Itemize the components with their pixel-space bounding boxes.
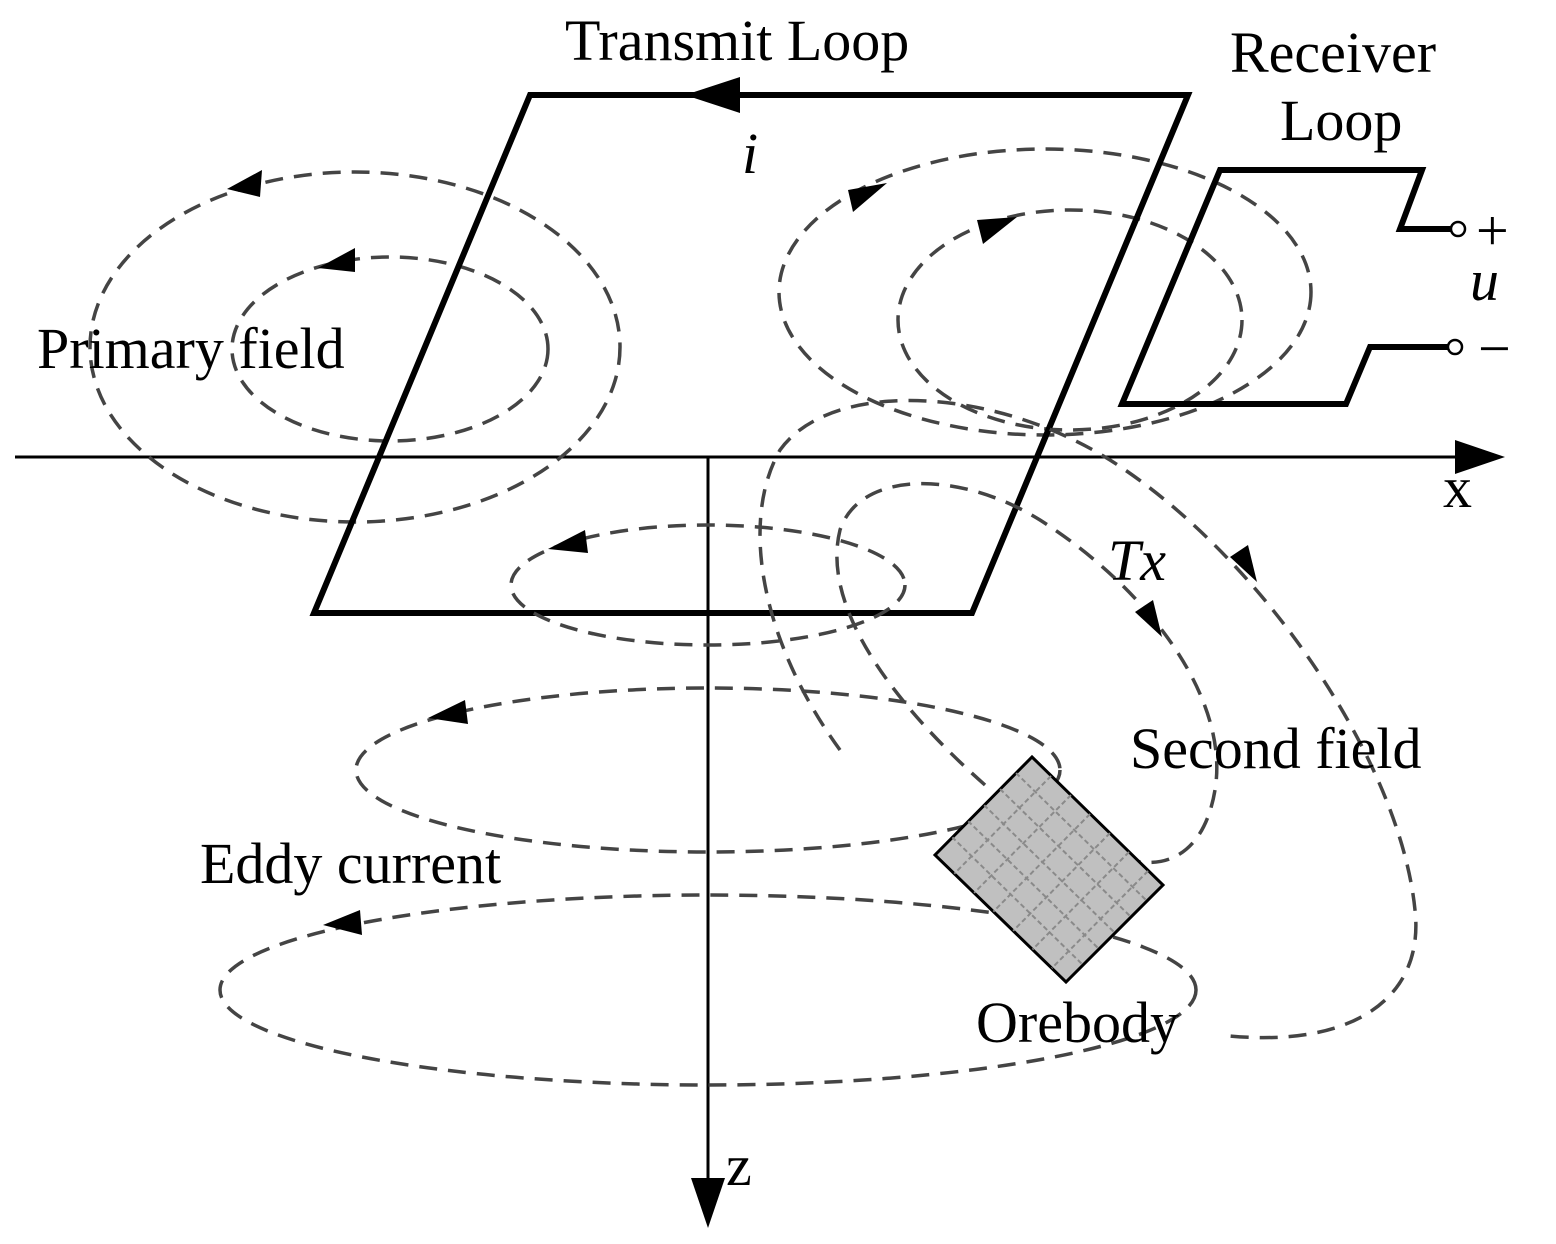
eddy-loop-large-arrow-icon [323,910,362,935]
receiver-minus-terminal [1446,338,1464,356]
right-field-inner-arrow-icon [977,217,1017,244]
second-field-outer-loop [758,398,1418,1040]
second-field-label: Second field [1130,716,1422,781]
second-field-inner-arrow-icon [1135,600,1162,637]
transmit-current-arrow-icon [685,77,740,113]
x-axis [15,440,1505,474]
plus-sign: + [1476,198,1509,263]
eddy-loop-small-arrow-icon [548,530,588,553]
transmit-loop [309,77,1193,616]
x-axis-label: x [1443,455,1472,520]
eddy-loop-medium [354,686,1062,854]
primary-field-inner-arrow-icon [318,248,355,272]
eddy-current-label: Eddy current [200,831,501,896]
primary-field-outer-arrow-icon [227,170,262,197]
transmit-loop-label: Transmit Loop [565,8,909,73]
primary-field-label: Primary field [37,316,345,381]
receiver-loop-label-line1: Receiver [1230,20,1436,85]
right-field-inner-loop [896,208,1244,432]
eddy-current-loops [218,523,1198,1087]
z-axis-arrow-icon [691,1178,725,1228]
z-axis [691,457,725,1228]
voltage-label: u [1470,248,1499,313]
second-field-outer-arrow-icon [1230,545,1257,582]
second-field-loops [758,398,1418,1040]
receiver-loop-label-line2: Loop [1280,88,1402,153]
right-field-outer-arrow-icon [848,183,887,212]
minus-sign: − [1478,316,1511,381]
tx-label: Tx [1108,528,1166,593]
receiver-loop-wire [1117,167,1455,407]
receiver-loop [1117,167,1467,407]
eddy-loop-small [509,523,907,647]
orebody-label: Orebody [976,990,1179,1055]
current-label: i [742,121,758,186]
eddy-loop-medium-arrow-icon [428,700,468,724]
orebody [932,754,1166,985]
primary-field-inner-loop [230,255,550,443]
eddy-loop-large [218,893,1198,1087]
transmit-loop-outline [309,92,1193,616]
z-axis-label: z [726,1133,752,1198]
receiver-plus-terminal [1449,220,1467,238]
second-field-inner-loop [835,481,1219,865]
x-axis-arrow-icon [1455,440,1505,474]
orebody-grid [951,772,1149,970]
upper-right-field-loops [777,147,1313,437]
